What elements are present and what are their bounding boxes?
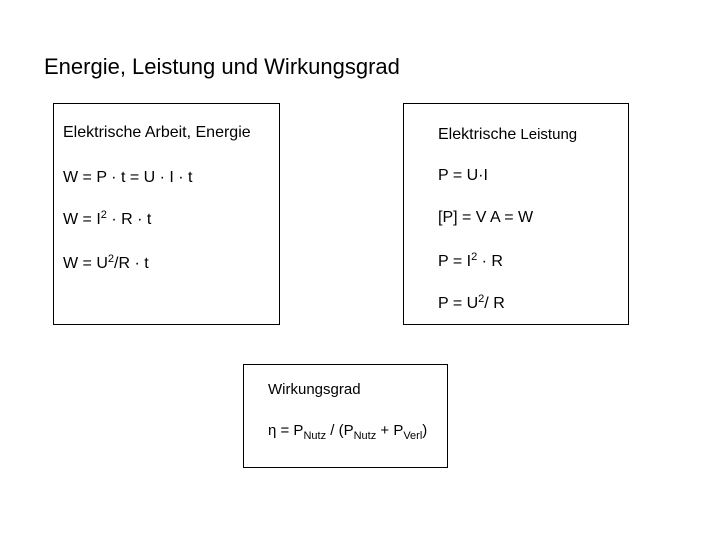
- efficiency-formula-sub-verl: Verl: [403, 430, 423, 442]
- efficiency-formula-sub-nutz-1: Nutz: [303, 430, 327, 442]
- slide-title: Energie, Leistung und Wirkungsgrad: [44, 54, 400, 79]
- efficiency-formula-eta: η = P: [268, 422, 304, 439]
- efficiency-box: [243, 364, 448, 468]
- power-formula-4-exponent: 2: [478, 293, 485, 305]
- power-heading-bold: Elektrische: [438, 126, 517, 143]
- power-formula-4: P = U2/ R: [438, 293, 505, 315]
- power-formula-4-base: P = U: [438, 295, 479, 312]
- energy-formula-1: W = P · t = U · I · t: [63, 169, 193, 186]
- power-heading: Elektrische Leistung: [438, 125, 577, 145]
- efficiency-formula-sub-nutz-2: Nutz: [353, 430, 377, 442]
- energy-formula-3-exponent: 2: [107, 253, 115, 265]
- energy-formula-3: W = U2/R · t: [63, 253, 149, 275]
- efficiency-formula-plus: + P: [376, 422, 404, 439]
- energy-formula-2-rest: · R · t: [106, 211, 152, 228]
- energy-formula-2-exponent: 2: [100, 209, 107, 221]
- power-formula-2: [P] = V A = W: [438, 209, 534, 226]
- efficiency-formula-close: ): [422, 422, 428, 439]
- energy-formula-3-rest: /R · t: [114, 255, 149, 272]
- power-box: [403, 103, 629, 325]
- power-heading-light: Leistung: [516, 126, 578, 143]
- power-formula-3: P = I2 · R: [438, 251, 503, 273]
- power-formula-3-base: P = I: [438, 253, 472, 270]
- energy-formula-3-base: W = U: [63, 255, 108, 272]
- energy-box: [53, 103, 280, 325]
- power-formula-1: P = U·I: [438, 167, 488, 184]
- energy-formula-2: W = I2 · R · t: [63, 209, 152, 231]
- efficiency-formula: η = PNutz / (PNutz + PVerl): [268, 421, 427, 442]
- energy-heading: Elektrische Arbeit, Energie: [63, 124, 251, 141]
- efficiency-formula-divide: / (P: [326, 422, 354, 439]
- power-formula-4-rest: / R: [484, 295, 505, 312]
- power-formula-3-rest: · R: [477, 253, 503, 270]
- efficiency-heading: Wirkungsgrad: [268, 381, 361, 398]
- power-formula-3-exponent: 2: [471, 251, 478, 263]
- energy-formula-2-base: W = I: [63, 211, 101, 228]
